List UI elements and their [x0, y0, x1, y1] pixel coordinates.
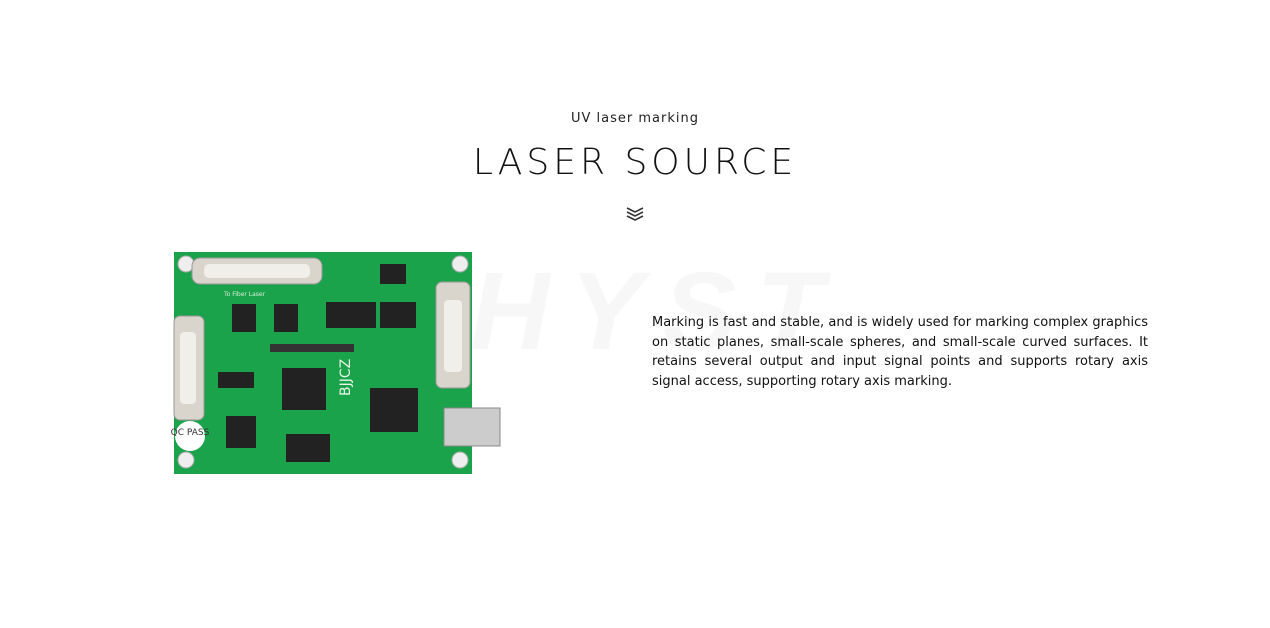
- qc-label: QC PASS: [171, 428, 210, 438]
- product-image: QC PASS BJJCZ To Fiber Laser: [171, 252, 501, 474]
- section-subtitle: UV laser marking: [571, 111, 699, 126]
- chevrons-down-icon: [626, 207, 644, 221]
- product-description: Marking is fast and stable, and is widel…: [652, 315, 1148, 389]
- board-label: BJJCZ: [338, 359, 354, 396]
- section-title: LASER SOURCE: [472, 142, 798, 183]
- watermark: HYST: [470, 250, 844, 373]
- connector-label: To Fiber Laser: [223, 291, 266, 298]
